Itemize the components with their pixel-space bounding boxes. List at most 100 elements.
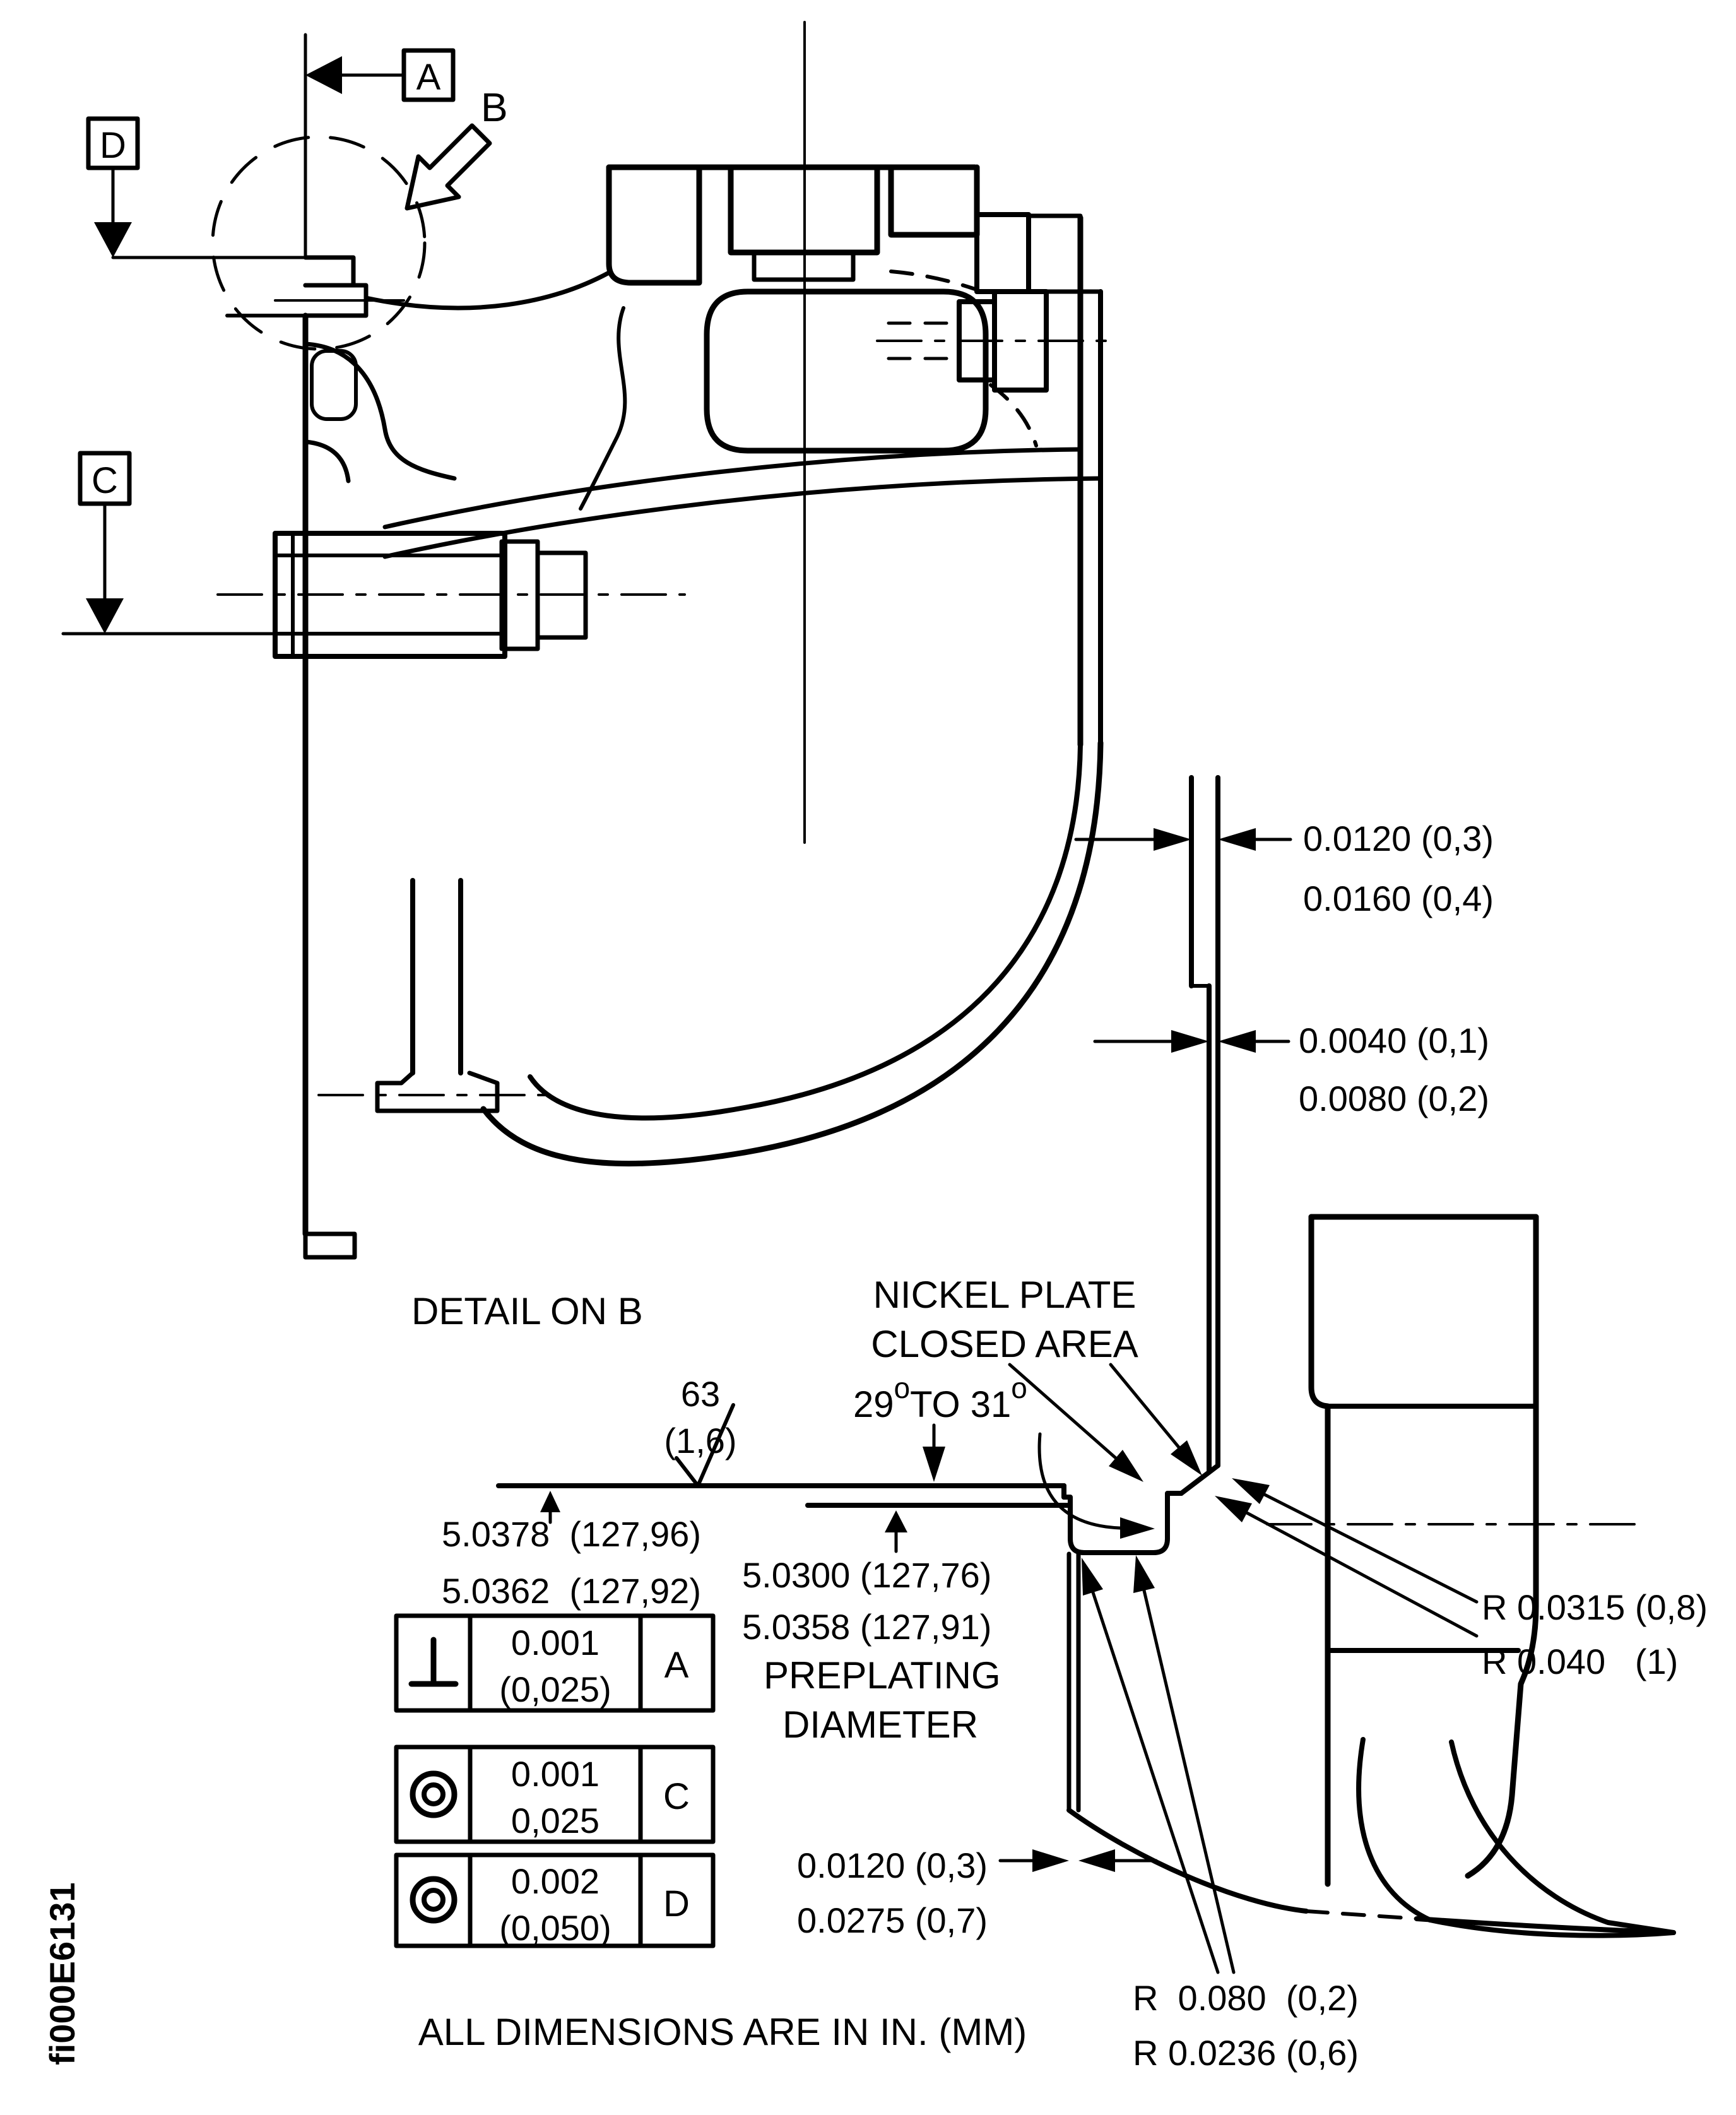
- datum-c-label: C: [92, 460, 118, 501]
- detail-title: DETAIL ON B: [411, 1290, 643, 1332]
- fcf-tolerance-in: 0.001: [511, 1623, 599, 1662]
- preplating-dim: 5.0300 (127,76) 5.0358 (127,91) PREPLATI…: [742, 1510, 1001, 1746]
- dim-plating-thick-line2: 0.0160 (0,4): [1303, 879, 1494, 918]
- chamfer-edge: [1179, 1463, 1220, 1496]
- dim-corner-radii-line1: R 0.0315 (0,8): [1482, 1587, 1708, 1627]
- label-nickel-line1: NICKEL PLATE: [873, 1274, 1137, 1316]
- main-view: A B D C: [61, 21, 1112, 1260]
- blade-profile: [1066, 1737, 1676, 1938]
- arrowhead-icon: [1109, 1450, 1143, 1482]
- dim-groove-radii-line2: R 0.0236 (0,6): [1133, 2033, 1359, 2073]
- figure-id: fi000E6131: [42, 1882, 82, 2065]
- hub-assembly: [273, 531, 588, 659]
- label-preplating-line2: DIAMETER: [782, 1703, 978, 1746]
- detail-view: DETAIL ON B 0.0120 (0,3) 0.0160 (0,4) 0.…: [411, 775, 1708, 2073]
- side-bolt: [887, 289, 1049, 393]
- view-b-arrow: B: [404, 85, 508, 211]
- shroud-wall: [1179, 775, 1220, 1496]
- datum-d-label: D: [100, 125, 126, 166]
- fcf-tolerance-mm: (0,050): [499, 1908, 611, 1948]
- surface-finish-icon: [675, 1403, 735, 1488]
- dim-plating-thin-line1: 0.0040 (0,1): [1299, 1021, 1489, 1060]
- seal-groove: [1061, 1491, 1184, 1813]
- detail-b-circle: [211, 135, 427, 351]
- backplate-profile: [302, 312, 457, 1260]
- dim-plating-thin-line2: 0.0080 (0,2): [1299, 1079, 1489, 1118]
- dim-plating-thick-line1: 0.0120 (0,3): [1303, 819, 1494, 858]
- fcf-row-concentricity-d: 0.002 (0,050) D: [394, 1852, 716, 1948]
- label-finish-metric: (1,6): [664, 1421, 736, 1460]
- hidden-passage-1: [889, 270, 977, 291]
- volute-chamber: [704, 288, 989, 454]
- fcf-table: 0.001 (0,025) A 0.001 0,025 C 0.002: [394, 1613, 716, 1948]
- dim-od-line2: 5.0362 (127,92): [442, 1571, 701, 1611]
- arrowhead-icon: [1218, 1030, 1256, 1053]
- arrowhead-icon: [540, 1491, 560, 1512]
- diffuser-passage: [382, 447, 1103, 559]
- arrowhead-icon: [1215, 1496, 1252, 1522]
- datum-c-triangle-icon: [86, 598, 124, 634]
- datum-a-box: [401, 48, 456, 102]
- label-preplating-line1: PREPLATING: [764, 1654, 1001, 1697]
- dim-od-line1: 5.0378 (127,96): [442, 1514, 701, 1554]
- arrowhead-icon: [923, 1447, 945, 1482]
- label-angle: 29oTO 31o: [853, 1371, 1027, 1425]
- scroll-elbow: [480, 740, 1104, 1167]
- fcf-tolerance-mm: (0,025): [499, 1669, 611, 1709]
- arrowhead-icon: [1171, 1030, 1209, 1053]
- plating-thin-dim: 0.0040 (0,1) 0.0080 (0,2): [1093, 1021, 1489, 1118]
- concentricity-icon: [410, 1876, 458, 1924]
- top-flange: [606, 164, 1103, 294]
- arrowhead-icon: [1032, 1849, 1069, 1872]
- datum-d-triangle-icon: [94, 222, 132, 258]
- plating-thick-dim: 0.0120 (0,3) 0.0160 (0,4): [1074, 819, 1494, 918]
- fcf-tolerance-in: 0.001: [511, 1754, 599, 1794]
- nickel-plate-note: NICKEL PLATE CLOSED AREA: [871, 1274, 1202, 1482]
- groove-radii-note: R 0.080 (0,2) R 0.0236 (0,6): [1082, 1555, 1359, 2073]
- mount-lug: [225, 255, 611, 318]
- arrowhead-icon: [1133, 1555, 1155, 1593]
- od-dim: 5.0378 (127,96) 5.0362 (127,92): [442, 1491, 701, 1611]
- flange-face-lines: [496, 1483, 1070, 1508]
- datum-a-triangle-icon: [305, 56, 342, 94]
- hidden-passage-2: [989, 383, 1038, 447]
- datum-c-flag: C: [61, 451, 277, 636]
- fcf-row-concentricity-c: 0.001 0,025 C: [394, 1745, 716, 1844]
- arrowhead-icon: [1078, 1849, 1115, 1872]
- dim-wall-line1: 0.0120 (0,3): [797, 1845, 988, 1885]
- arrowhead-icon: [1232, 1478, 1270, 1504]
- arrowhead-icon: [1082, 1558, 1103, 1596]
- label-nickel-line2: CLOSED AREA: [871, 1323, 1138, 1365]
- fcf-tolerance-mm: 0,025: [511, 1801, 599, 1840]
- outlet-stub: [375, 878, 500, 1113]
- arrowhead-icon: [1120, 1517, 1155, 1539]
- corner-radii-note: R 0.0315 (0,8) R 0.040 (1): [1215, 1478, 1708, 1681]
- concentricity-icon: [410, 1770, 458, 1818]
- fcf-row-perpendicularity: 0.001 (0,025) A: [394, 1613, 716, 1713]
- dim-preplating-line1: 5.0300 (127,76): [742, 1555, 991, 1595]
- clamp-flange: [1266, 1214, 1645, 1887]
- angle-note: 29oTO 31o: [853, 1371, 1155, 1539]
- dim-corner-radii-line2: R 0.040 (1): [1482, 1642, 1678, 1681]
- perpendicularity-icon: [408, 1637, 459, 1687]
- wall-thickness-dim: 0.0120 (0,3) 0.0275 (0,7): [797, 1845, 1158, 1940]
- fcf-tolerance-in: 0.002: [511, 1861, 599, 1901]
- dim-groove-radii-line1: R 0.080 (0,2): [1133, 1978, 1359, 2018]
- caption: ALL DIMENSIONS ARE IN IN. (MM): [418, 2011, 1027, 2053]
- fcf-datum-ref: C: [663, 1776, 690, 1817]
- view-b-label: B: [481, 85, 508, 130]
- hub-nut-end: [535, 550, 588, 640]
- arrowhead-icon: [1154, 828, 1191, 851]
- label-finish-grade: 63: [681, 1374, 720, 1414]
- dim-preplating-line2: 5.0358 (127,91): [742, 1607, 991, 1647]
- surface-finish-note: 63 (1,6): [664, 1374, 737, 1488]
- fcf-datum-ref: A: [664, 1645, 689, 1686]
- arrowhead-icon: [885, 1510, 907, 1532]
- break-line: [579, 306, 627, 511]
- dim-wall-line2: 0.0275 (0,7): [797, 1900, 988, 1940]
- view-b-arrow-icon: [404, 123, 492, 211]
- arrowhead-icon: [1171, 1440, 1202, 1476]
- arrowhead-icon: [1218, 828, 1256, 851]
- fcf-datum-ref: D: [663, 1883, 690, 1924]
